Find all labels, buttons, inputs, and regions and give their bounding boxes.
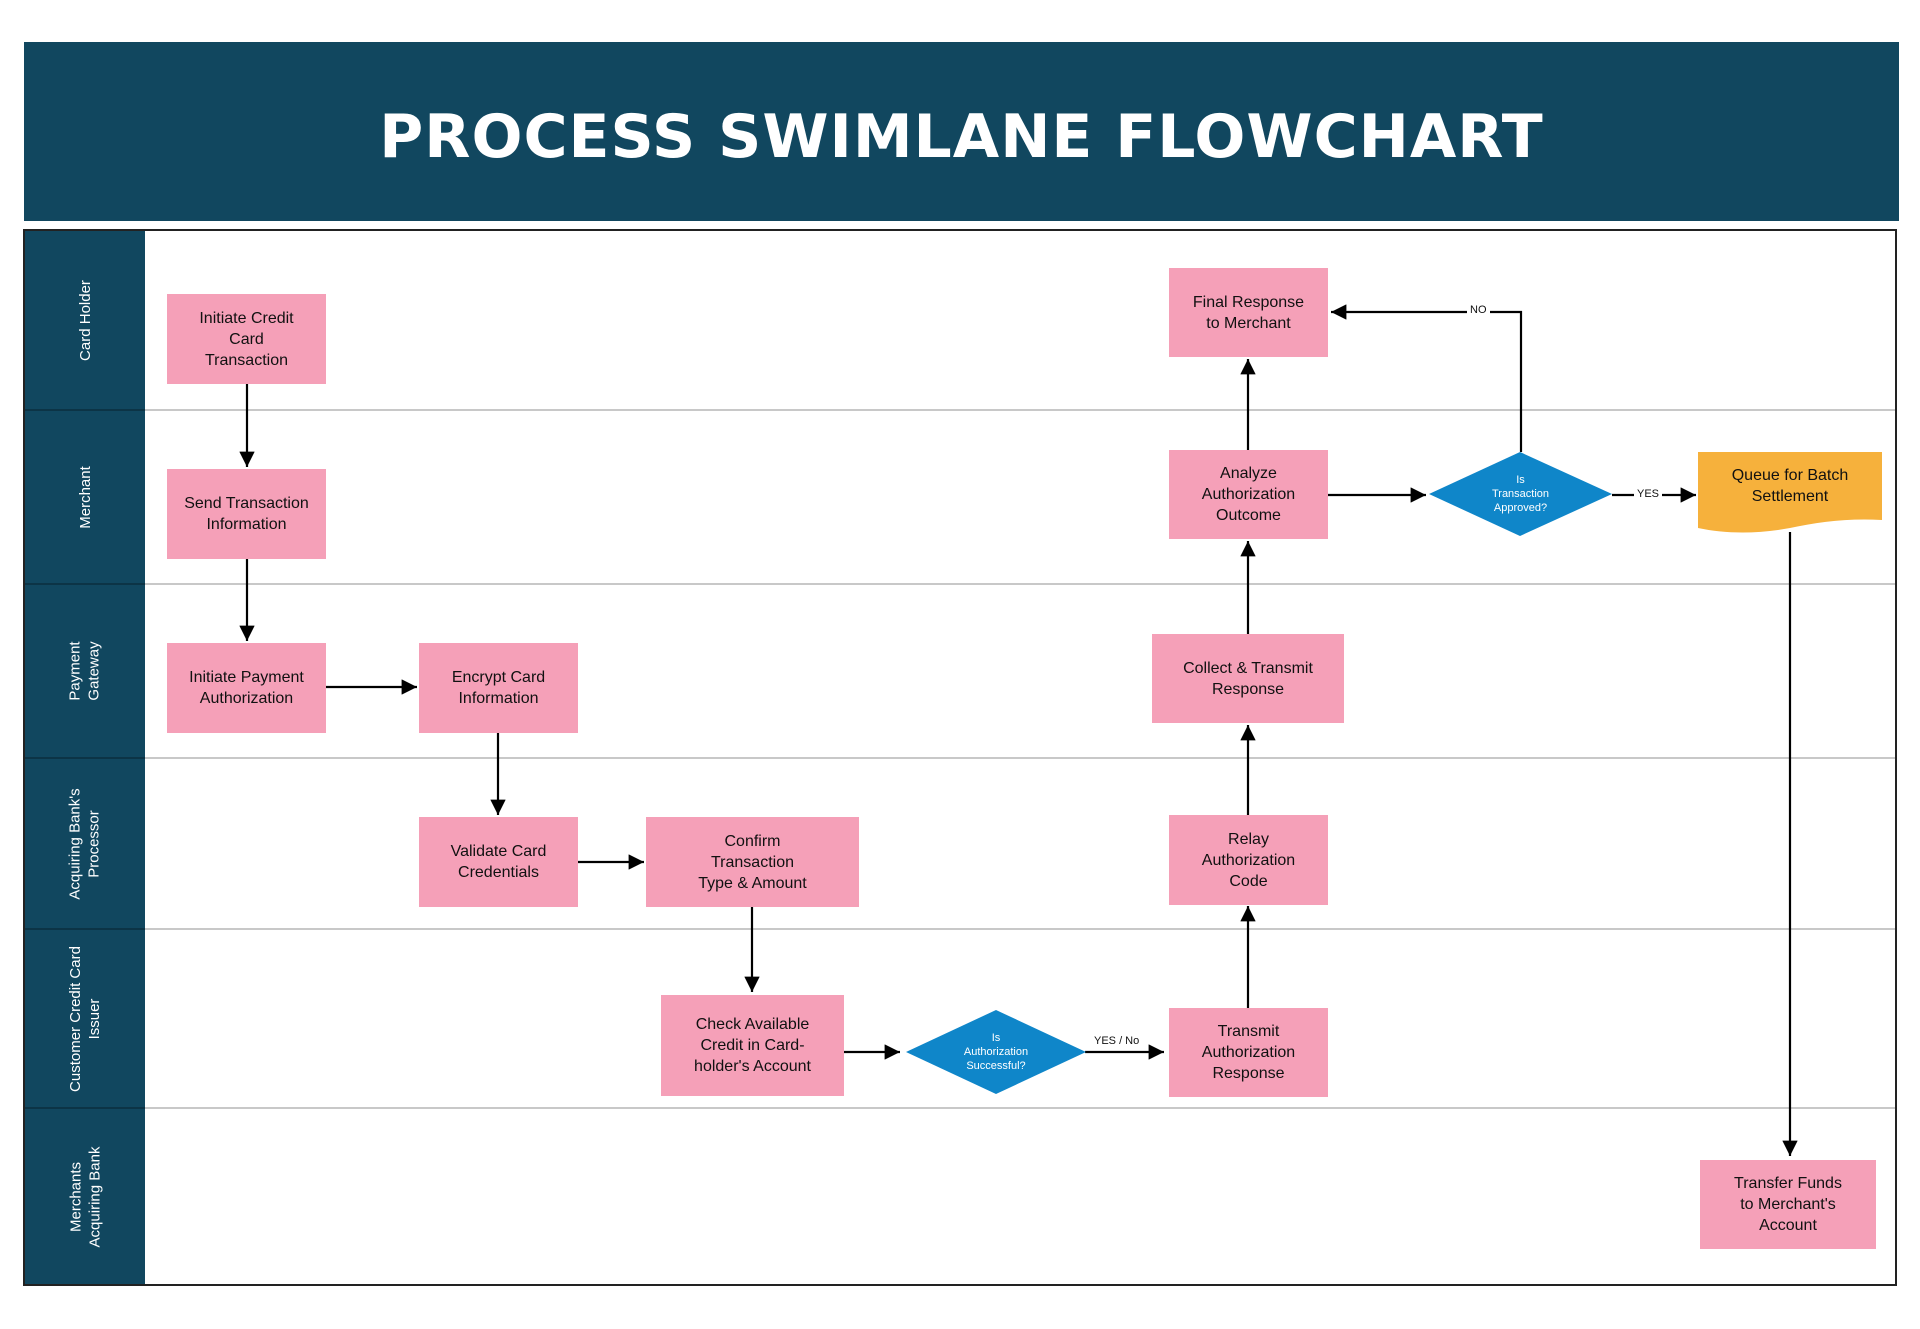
page-title: PROCESS SWIMLANE FLOWCHART bbox=[379, 101, 1544, 172]
process-confirm-transaction-type-amount: Confirm Transaction Type & Amount bbox=[646, 817, 859, 907]
lane-header-divider bbox=[25, 583, 145, 585]
process-relay-authorization-code: Relay Authorization Code bbox=[1169, 815, 1328, 905]
terminal-queue-for-batch-settlement: Queue for Batch Settlement bbox=[1698, 452, 1882, 536]
connector-label-yes: YES bbox=[1634, 488, 1663, 500]
lane-header-divider bbox=[25, 928, 145, 930]
process-initiate-payment-authorization: Initiate Payment Authorization bbox=[167, 643, 326, 733]
process-validate-card-credentials: Validate Card Credentials bbox=[419, 817, 578, 907]
lane-divider bbox=[145, 928, 1895, 930]
lane-divider bbox=[145, 1107, 1895, 1109]
arrow-decision-no-to-final bbox=[1331, 304, 1523, 452]
decision-diamond-shape bbox=[906, 1010, 1086, 1094]
process-check-available-credit: Check Available Credit in Card- holder's… bbox=[661, 995, 844, 1096]
connector-label-yes-no: YES / No bbox=[1091, 1035, 1143, 1047]
lane-header-divider bbox=[25, 1107, 145, 1109]
lane-header-divider bbox=[25, 757, 145, 759]
decision-label: Is Authorization Successful? bbox=[963, 1032, 1029, 1072]
lane-divider bbox=[145, 757, 1895, 759]
lane-divider bbox=[145, 583, 1895, 585]
decision-is-authorization-successful: Is Authorization Successful? bbox=[906, 1010, 1086, 1094]
connector-label-no: NO bbox=[1467, 304, 1490, 316]
lane-divider bbox=[145, 409, 1895, 411]
process-analyze-authorization-outcome: Analyze Authorization Outcome bbox=[1169, 450, 1328, 539]
process-transfer-funds: Transfer Funds to Merchant's Account bbox=[1700, 1160, 1876, 1249]
title-banner: PROCESS SWIMLANE FLOWCHART bbox=[24, 42, 1899, 221]
lane-header-divider bbox=[25, 409, 145, 411]
decision-is-transaction-approved: Is Transaction Approved? bbox=[1429, 452, 1612, 536]
process-collect-transmit-response: Collect & Transmit Response bbox=[1152, 634, 1344, 723]
decision-diamond-shape bbox=[1429, 452, 1612, 536]
process-send-transaction-information: Send Transaction Information bbox=[167, 469, 326, 559]
decision-label: Is Transaction Approved? bbox=[1491, 474, 1550, 514]
process-final-response-to-merchant: Final Response to Merchant bbox=[1169, 268, 1328, 357]
process-initiate-credit-card-transaction: Initiate Credit Card Transaction bbox=[167, 294, 326, 384]
process-transmit-authorization-response: Transmit Authorization Response bbox=[1169, 1008, 1328, 1097]
process-encrypt-card-information: Encrypt Card Information bbox=[419, 643, 578, 733]
document-shape bbox=[1698, 452, 1882, 533]
terminal-label: Queue for Batch Settlement bbox=[1731, 466, 1849, 505]
